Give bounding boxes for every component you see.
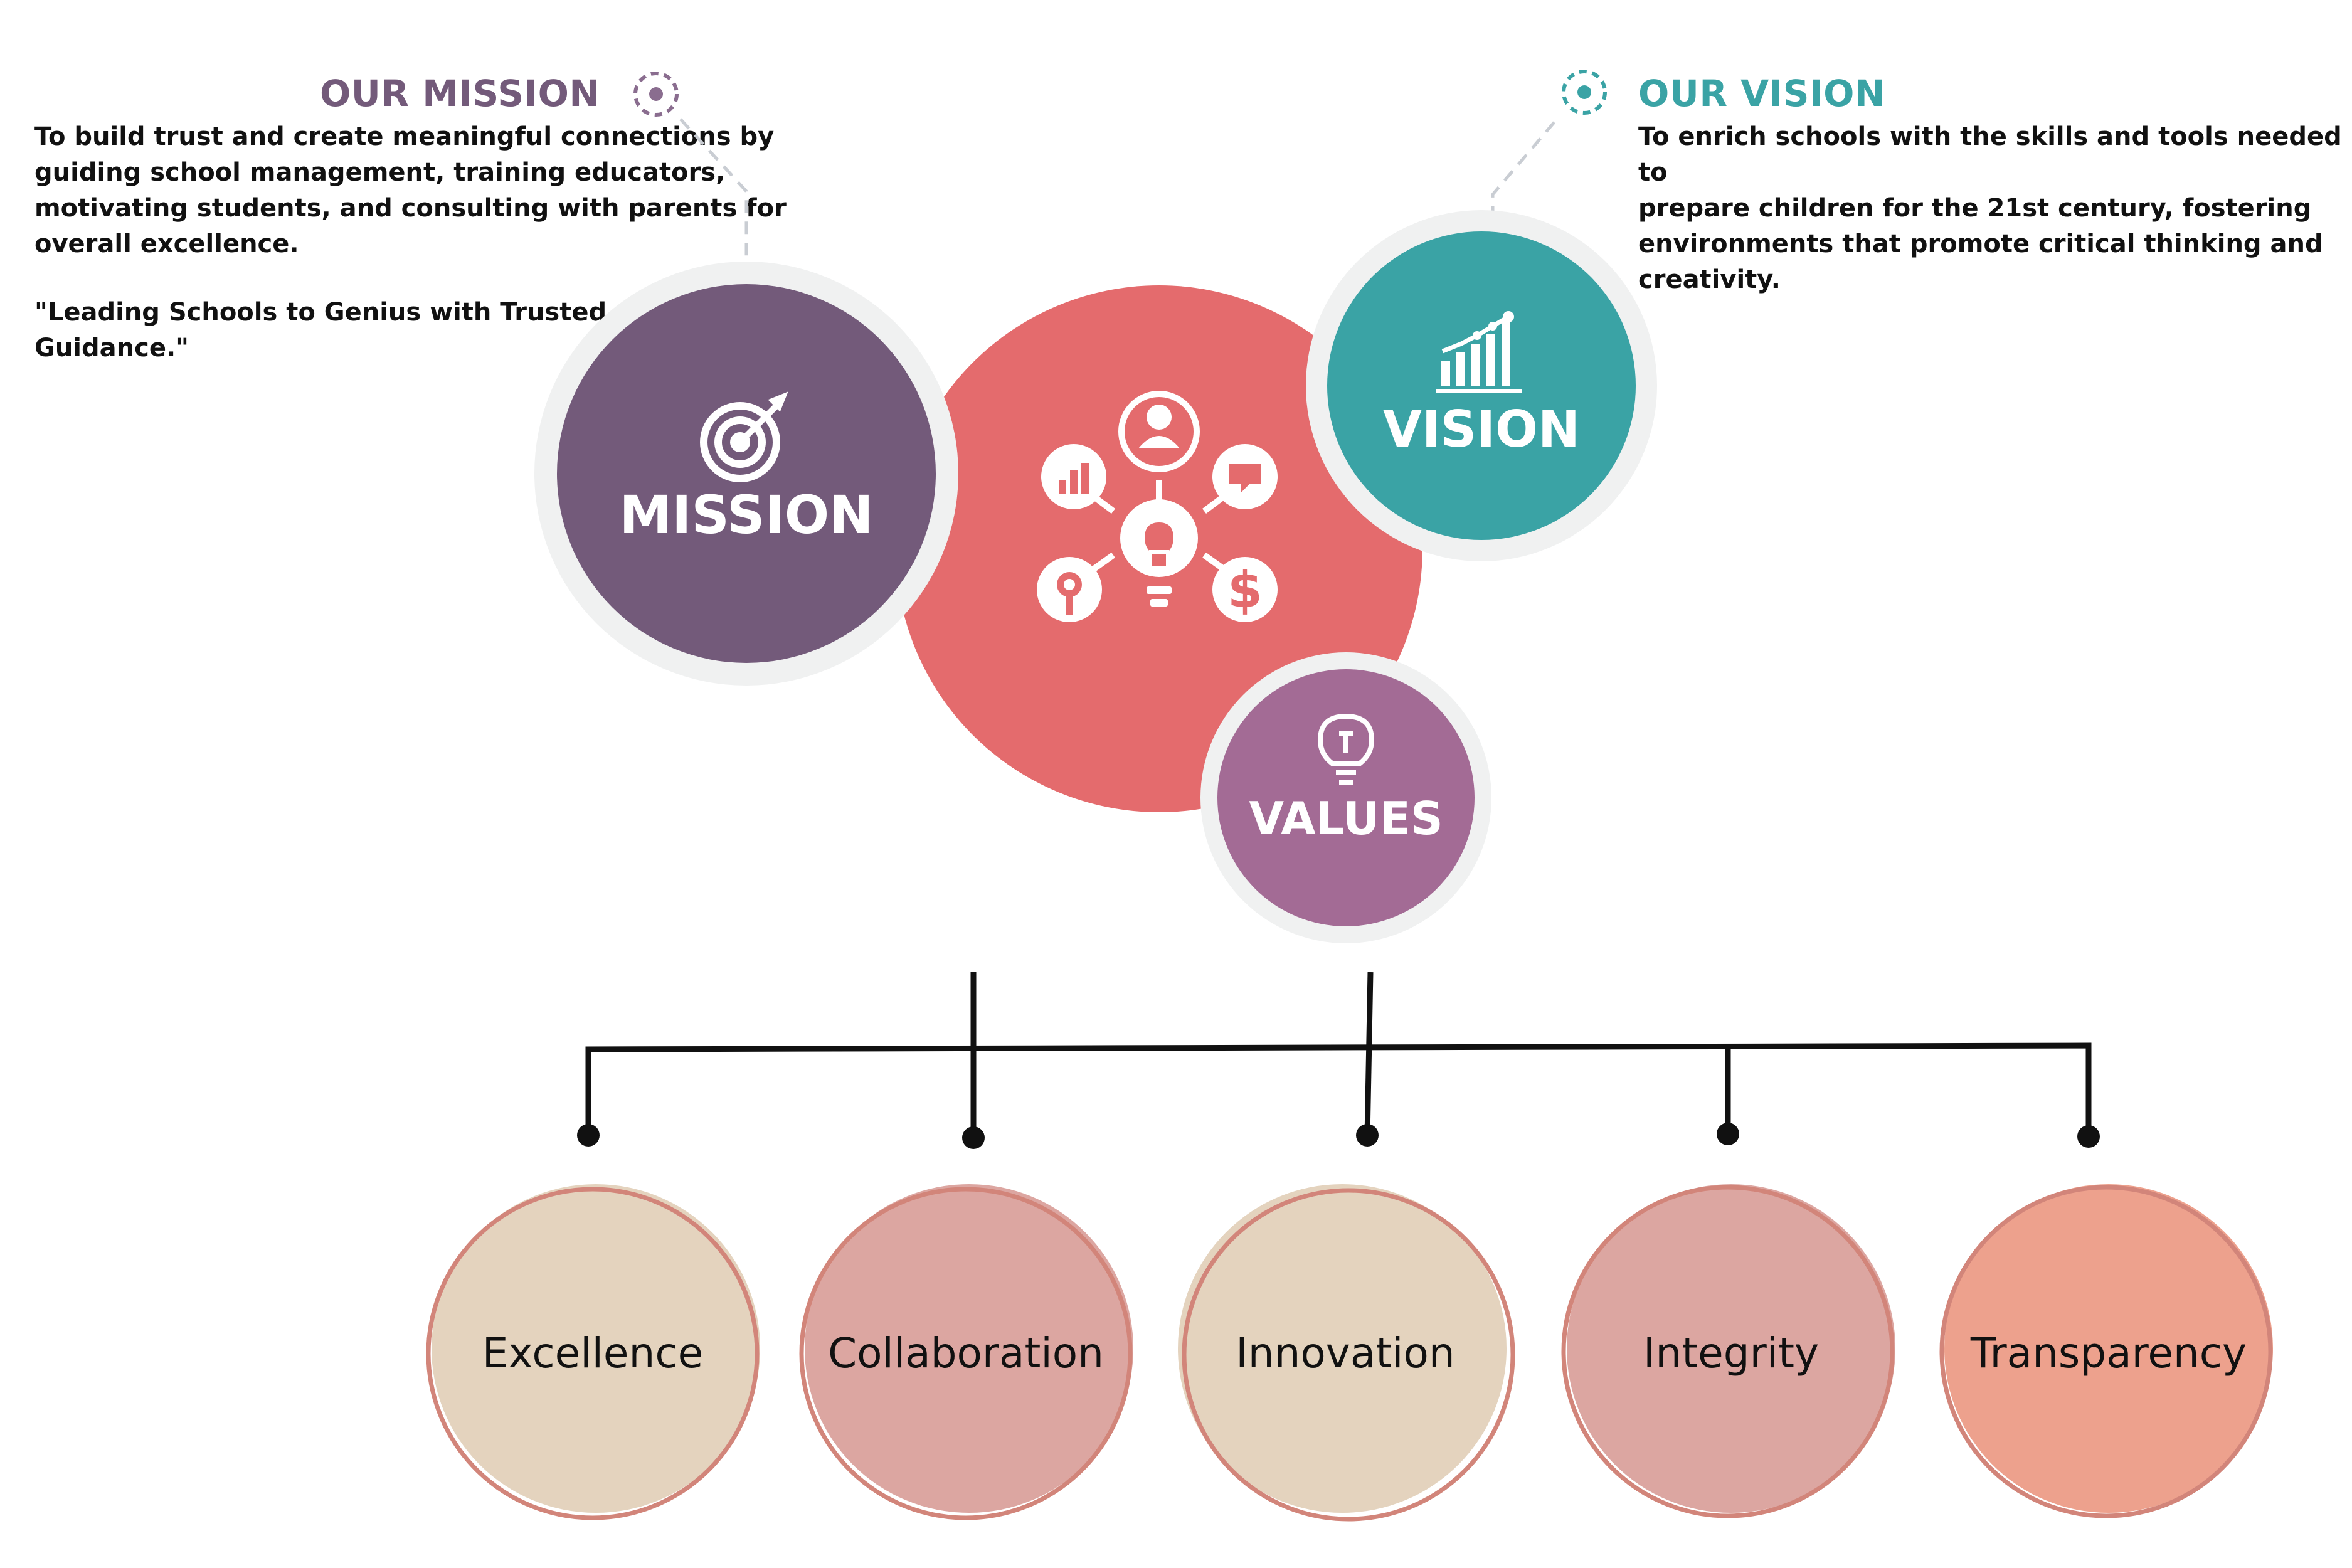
mission-quote: "Leading Schools to Genius with Trusted … [34, 298, 607, 363]
values-circle-label: VALUES [1249, 792, 1443, 845]
value-transparency: Transparency [1939, 1184, 2273, 1518]
lightbulb-icon [1317, 713, 1375, 785]
value-label-integrity: Integrity [1643, 1329, 1819, 1377]
vision-text: To enrich schools with the skills and to… [1638, 122, 2342, 294]
mission-marker-icon [633, 72, 679, 117]
value-label-innovation: Innovation [1236, 1329, 1454, 1377]
vision-heading: OUR VISION [1638, 72, 1885, 115]
vision-marker-icon [1562, 70, 1607, 115]
vision-circle [1327, 231, 1636, 540]
values-circle [1217, 669, 1475, 926]
mission-circle-label: MISSION [619, 484, 873, 546]
mission-connector [679, 118, 748, 285]
mission-heading: OUR MISSION [320, 72, 600, 115]
value-label-transparency: Transparency [1970, 1329, 2247, 1377]
value-collaboration: Collaboration [799, 1184, 1133, 1520]
value-excellence: Excellence [426, 1184, 760, 1520]
vision-connector [1491, 121, 1555, 232]
value-integrity: Integrity [1561, 1184, 1895, 1518]
vision-circle-label: VISION [1383, 400, 1580, 458]
value-innovation: Innovation [1178, 1184, 1515, 1522]
growth-chart-icon [1436, 311, 1522, 393]
target-icon [700, 391, 788, 482]
value-label-excellence: Excellence [482, 1329, 704, 1377]
values-tree-connector [585, 972, 2092, 1137]
connector-dots [577, 1123, 2100, 1149]
value-label-collaboration: Collaboration [828, 1329, 1104, 1377]
svg-text:$: $ [1227, 561, 1263, 619]
mission-circle [557, 284, 936, 663]
idea-network-icon: $ [1037, 391, 1278, 622]
mission-text: To build trust and create meaningful con… [34, 122, 787, 258]
